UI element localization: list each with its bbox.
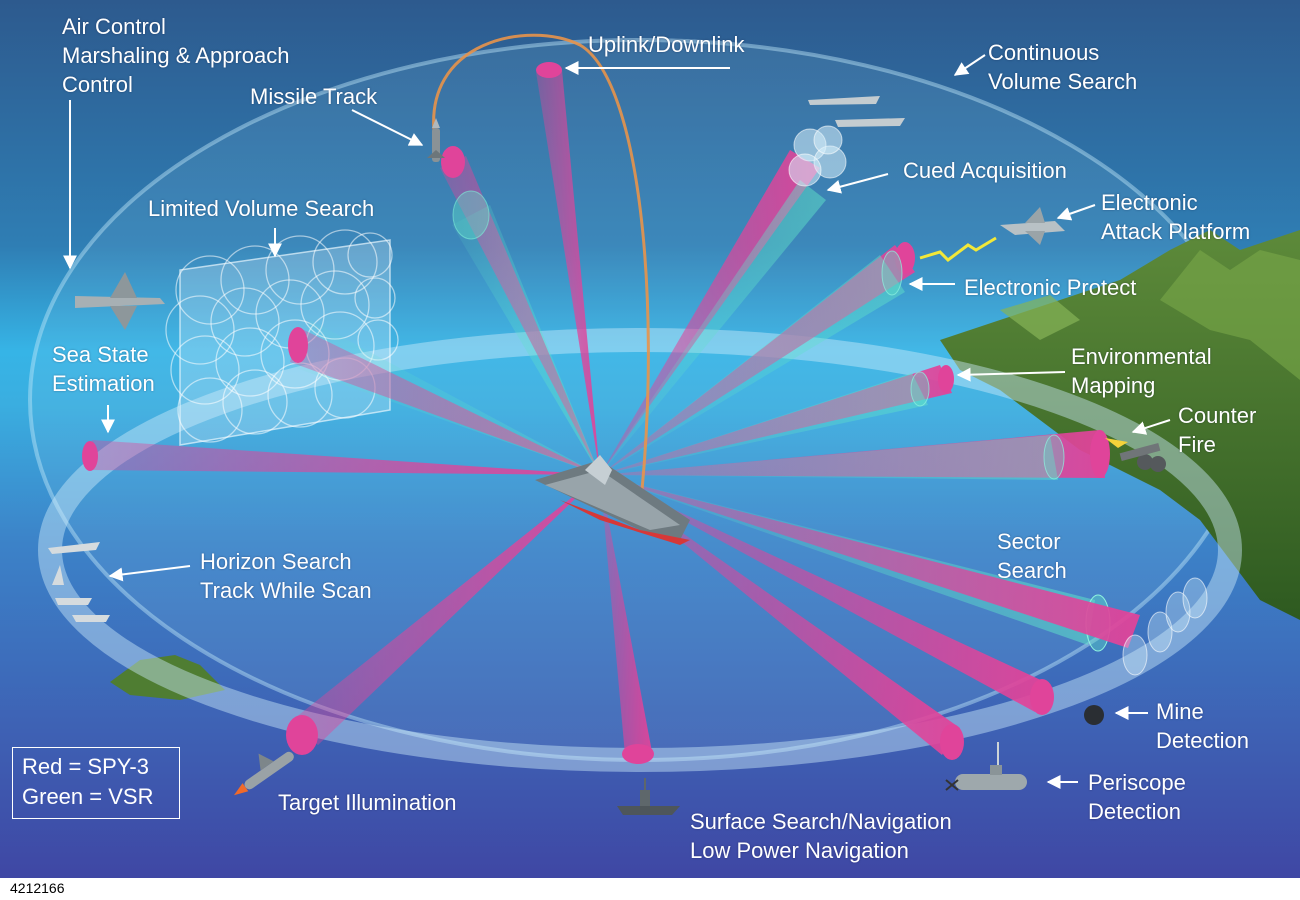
- label-electronic-protect: Electronic Protect: [964, 275, 1137, 300]
- beam-sector-search: [600, 475, 1095, 645]
- label-sector-search: Sector Search: [997, 529, 1067, 583]
- label-environmental-mapping: Environmental Mapping: [1071, 344, 1212, 398]
- beam-uplink: [536, 70, 600, 475]
- label-sea-state-estimation: Sea State Estimation: [52, 342, 155, 396]
- beam-missile-track-end: [441, 146, 465, 178]
- label-air-control: Air Control Marshaling & Approach Contro…: [62, 14, 290, 97]
- label-electronic-attack-platform: Electronic Attack Platform: [1101, 190, 1251, 244]
- artillery-icon: [1105, 438, 1166, 472]
- beam-surface-search: [600, 475, 652, 755]
- small-island: [110, 655, 225, 700]
- diagram-artwork: [0, 0, 1300, 878]
- mine-icon: [1084, 705, 1104, 725]
- label-surface-search: Surface Search/Navigation Low Power Navi…: [690, 809, 952, 863]
- label-missile-track: Missile Track: [250, 84, 378, 109]
- label-cued-acquisition: Cued Acquisition: [903, 158, 1067, 183]
- beam-sea-state: [88, 440, 600, 475]
- jamming-bolt: [919, 236, 997, 262]
- missile-icon: [427, 118, 445, 162]
- label-limited-volume-search: Limited Volume Search: [148, 196, 375, 221]
- label-target-illumination: Target Illumination: [278, 790, 457, 815]
- figure-id: 4212166: [10, 880, 65, 896]
- limited-volume-search-panel: [165, 229, 399, 446]
- mountain-island: [940, 230, 1300, 620]
- beam-target-illumination: [290, 475, 600, 745]
- beam-mine-detection: [600, 475, 1045, 712]
- label-uplink-downlink: Uplink/Downlink: [588, 32, 745, 57]
- label-periscope-detection: Periscope Detection: [1088, 770, 1186, 824]
- legend-red-spy3: Red = SPY-3: [22, 754, 149, 779]
- submarine-icon: [945, 742, 1027, 791]
- jet-icon: [1000, 207, 1065, 245]
- label-mine-detection: Mine Detection: [1156, 699, 1249, 753]
- radar-beams: [82, 62, 1208, 764]
- label-continuous-volume-search: Continuous Volume Search: [988, 40, 1138, 94]
- cruise-missile-icon: [233, 751, 294, 796]
- surface-ship-icon: [617, 778, 680, 815]
- beam-periscope: [600, 475, 960, 755]
- uplink-arc: [432, 33, 650, 491]
- beam-cued-acquisition: [600, 150, 820, 475]
- aircraft-pair-icon: [808, 96, 905, 127]
- fighter-icon: [75, 272, 165, 330]
- label-horizon-search: Horizon Search Track While Scan: [200, 549, 372, 603]
- legend-box: Red = SPY-3 Green = VSR: [12, 747, 180, 819]
- ship-icon: [535, 455, 690, 545]
- label-counter-fire: Counter Fire: [1178, 403, 1257, 457]
- legend-green-vsr: Green = VSR: [22, 784, 154, 809]
- leader-arrows: [63, 54, 1171, 789]
- small-craft-icons: [48, 542, 110, 622]
- radar-diagram: Air Control Marshaling & Approach Contro…: [0, 0, 1300, 878]
